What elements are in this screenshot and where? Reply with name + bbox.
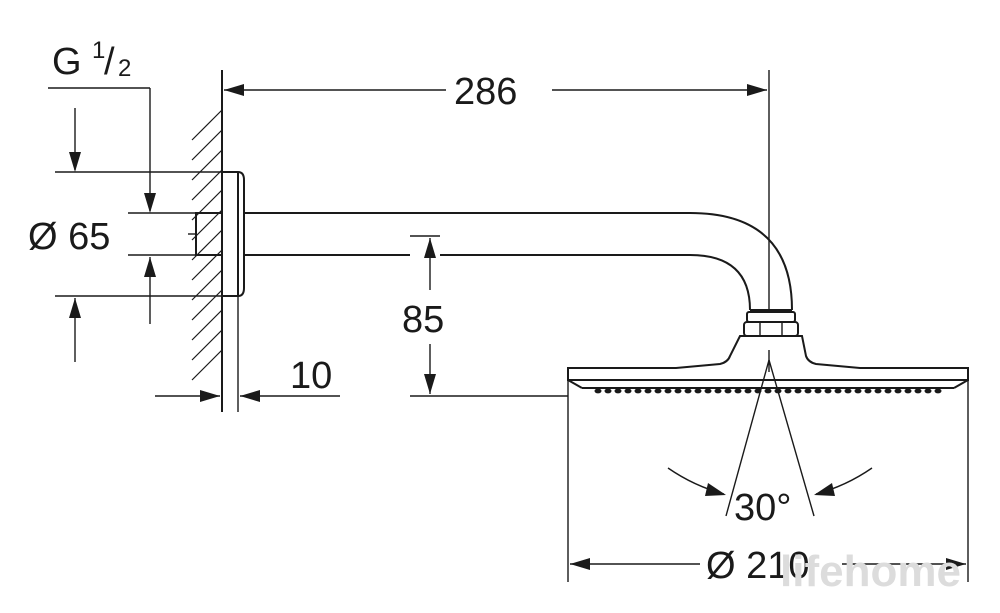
dimension-head-diameter xyxy=(567,380,969,582)
arm-length-label: 286 xyxy=(454,71,517,113)
wall-hatch-line xyxy=(191,309,223,341)
nozzle xyxy=(654,388,662,394)
nozzle xyxy=(744,388,752,394)
nozzle xyxy=(624,388,632,394)
dimension-arm-length xyxy=(224,70,770,310)
flange-diameter-label: Ø 65 xyxy=(28,216,110,258)
nozzle xyxy=(874,388,882,394)
shower-arm xyxy=(244,212,793,311)
thread-fraction-slash: / xyxy=(104,41,115,83)
thread-label: G xyxy=(52,41,82,83)
height-drop-label: 85 xyxy=(402,299,444,341)
dimension-height-drop xyxy=(410,235,568,397)
wall-hatch-line xyxy=(191,109,223,141)
spray-angle-label: 30° xyxy=(734,487,791,529)
connection-nut xyxy=(743,311,799,337)
nozzle xyxy=(594,388,602,394)
wall-hatch-line xyxy=(191,349,223,381)
nozzle xyxy=(734,388,742,394)
nozzle xyxy=(604,388,612,394)
nozzle xyxy=(694,388,702,394)
nozzle xyxy=(784,388,792,394)
thread-fraction-denominator: 2 xyxy=(118,55,131,82)
wall-offset-label: 10 xyxy=(290,355,332,397)
dimension-thread xyxy=(48,87,196,324)
shower-head xyxy=(567,335,969,394)
nozzle xyxy=(864,388,872,394)
wall-hatch-line xyxy=(191,329,223,361)
dimension-wall-offset xyxy=(155,296,340,412)
thread-fraction-numerator: 1 xyxy=(92,37,105,64)
nozzle xyxy=(804,388,812,394)
nozzle xyxy=(644,388,652,394)
nozzle xyxy=(824,388,832,394)
wall-flange xyxy=(188,171,245,297)
nozzle xyxy=(814,388,822,394)
nozzle xyxy=(764,388,772,394)
nozzle xyxy=(924,388,932,394)
nozzle xyxy=(854,388,862,394)
nozzle xyxy=(634,388,642,394)
nozzle xyxy=(614,388,622,394)
wall-hatch-line xyxy=(191,149,223,181)
wall-hatch-line xyxy=(191,169,223,201)
nozzle xyxy=(704,388,712,394)
nozzle xyxy=(884,388,892,394)
nozzle xyxy=(914,388,922,394)
nozzle xyxy=(674,388,682,394)
spray-angle-lines xyxy=(725,350,815,517)
nozzle xyxy=(724,388,732,394)
wall-hatch-line xyxy=(191,129,223,161)
spray-nozzles xyxy=(594,388,942,394)
nozzle xyxy=(664,388,672,394)
nozzle xyxy=(684,388,692,394)
dimension-flange-diameter xyxy=(55,108,222,362)
wall-hatch-line xyxy=(191,289,223,321)
nozzle xyxy=(794,388,802,394)
nozzle xyxy=(834,388,842,394)
nozzle xyxy=(714,388,722,394)
nozzle xyxy=(894,388,902,394)
spray-angle-arc xyxy=(667,467,873,496)
nozzle xyxy=(904,388,912,394)
nozzle xyxy=(934,388,942,394)
watermark: lifehome xyxy=(780,547,961,596)
wall-hatch-line xyxy=(191,269,223,301)
head-diameter-label: Ø 210 xyxy=(706,545,810,587)
nozzle xyxy=(844,388,852,394)
